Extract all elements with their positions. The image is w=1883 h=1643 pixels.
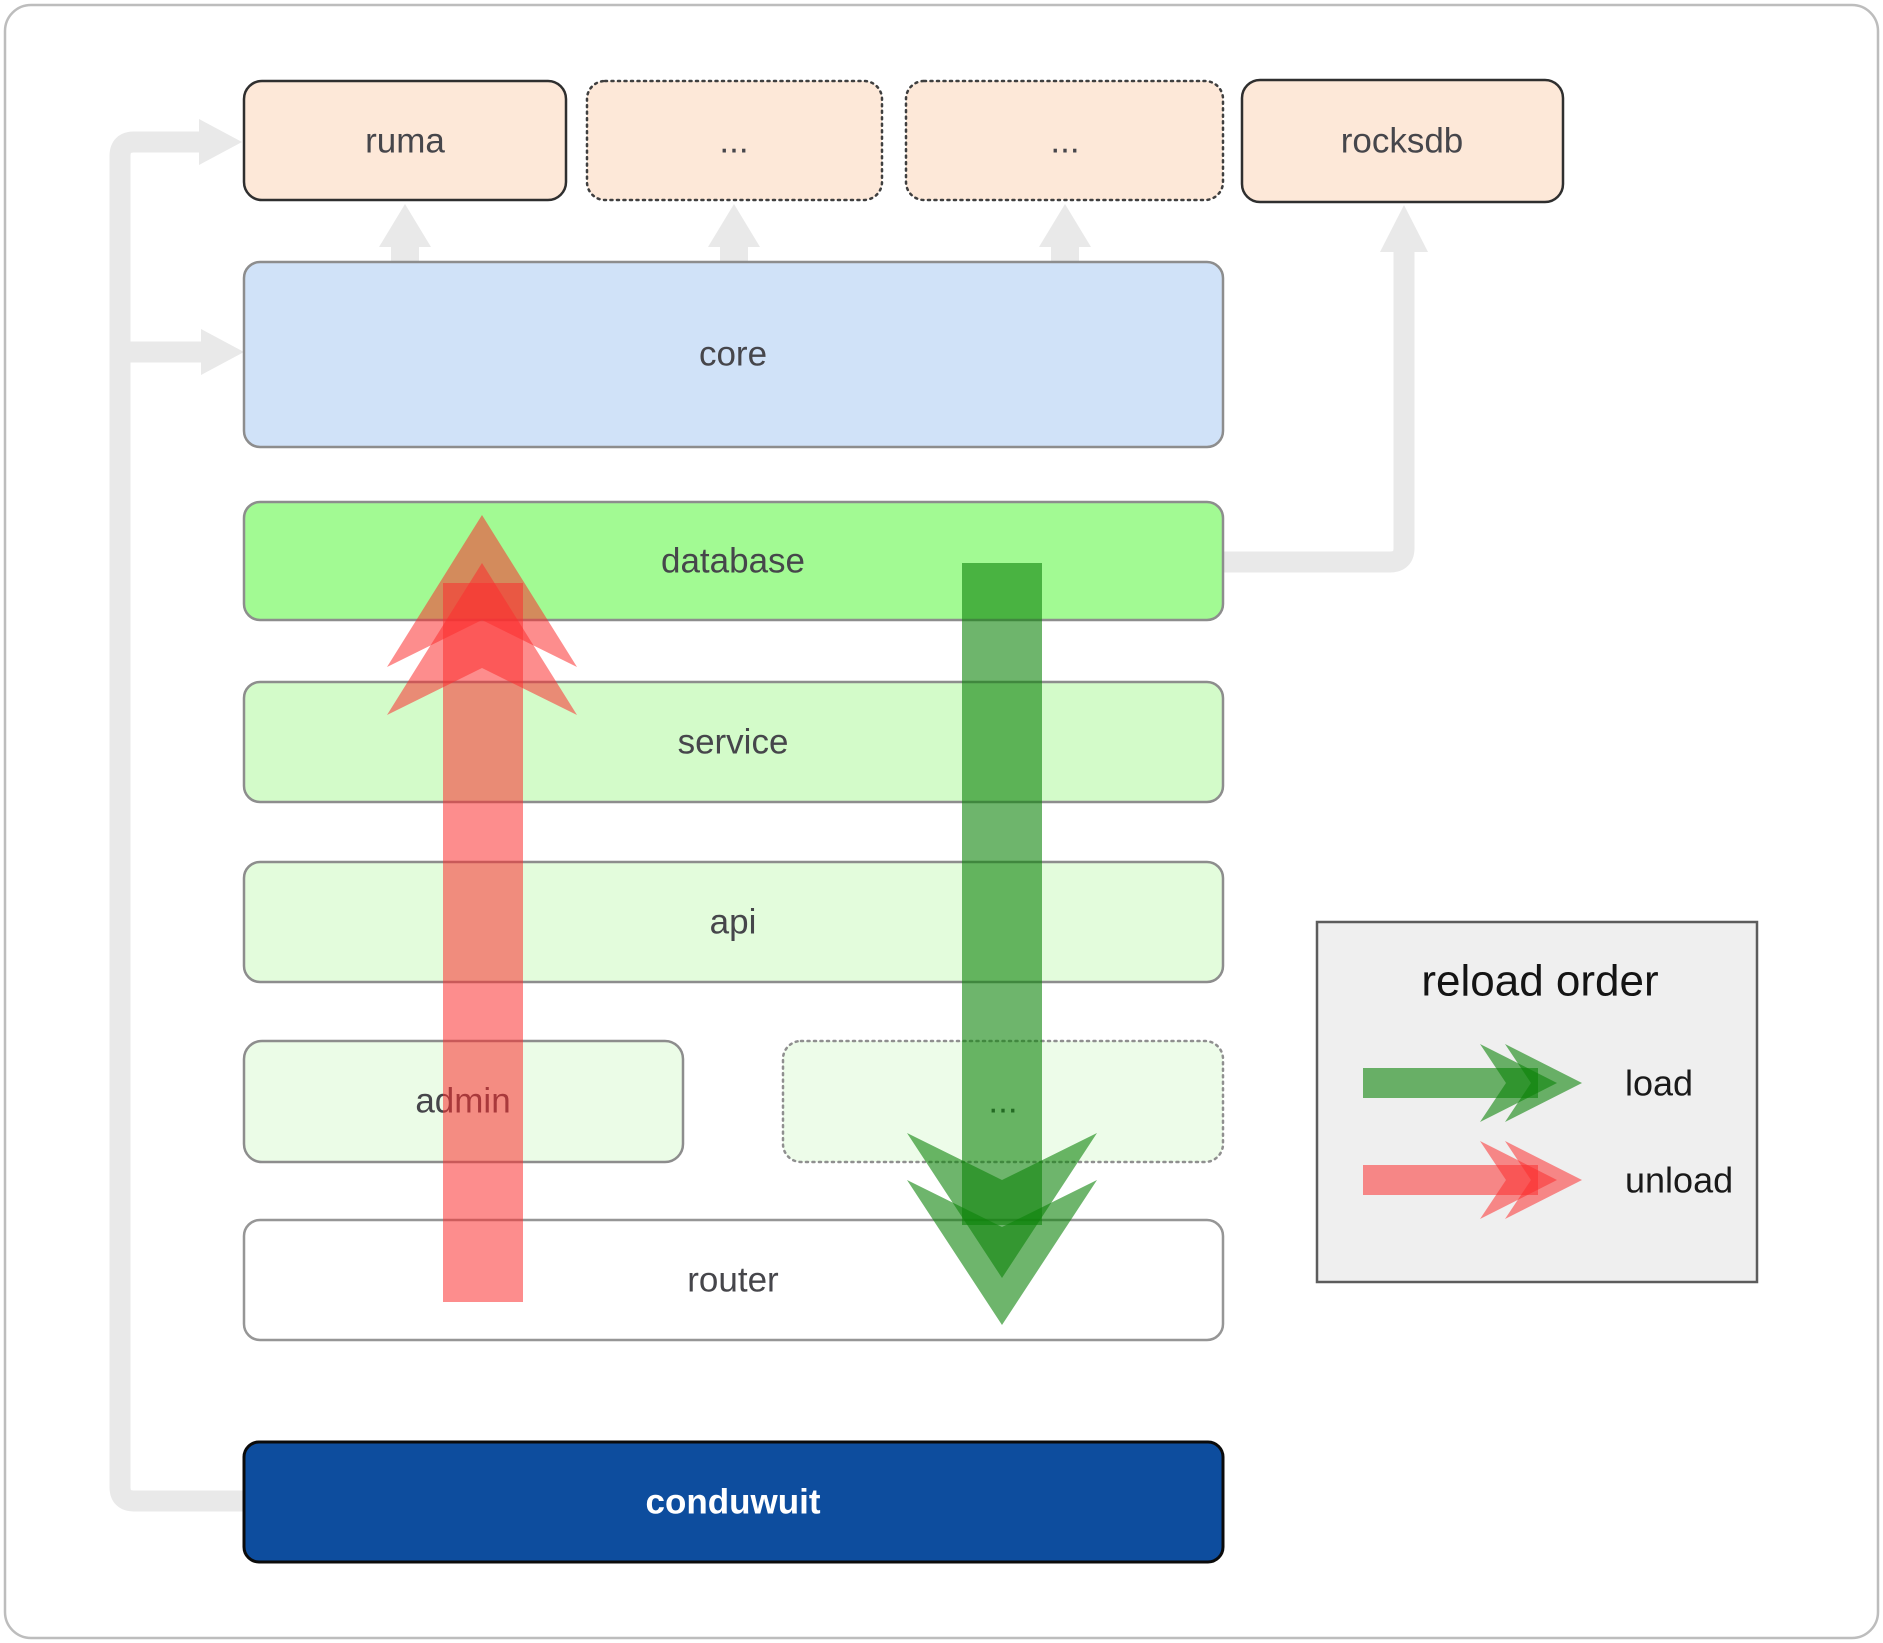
connector-core-dependency1 (708, 204, 760, 263)
node-dependency2 (904, 79, 1225, 202)
node-core-label: core (699, 335, 767, 374)
connector-database-rocksdb (1224, 250, 1415, 573)
arrowhead-up-icon (708, 204, 760, 247)
load-arrow (907, 563, 1097, 1325)
node-conduwuit-label: conduwuit (646, 1483, 821, 1522)
node-api-label: api (710, 903, 757, 942)
connector-core-ruma (379, 204, 431, 263)
load-arrow-shaft (962, 563, 1042, 1225)
node-dependency2-label: ... (1050, 122, 1079, 161)
load-arrowhead-icon (907, 1180, 1097, 1325)
node-ruma-label: ruma (365, 122, 445, 161)
node-database-label: database (661, 542, 805, 581)
arrowhead-up-icon (1039, 204, 1091, 247)
node-router-label: router (687, 1261, 779, 1300)
connector-core-dependency2 (1039, 204, 1091, 263)
legend-unload-label: unload (1625, 1160, 1733, 1201)
connector-group (109, 119, 1428, 1512)
load-arrowhead-icon (907, 1133, 1097, 1278)
legend-load-arrow-icon (1363, 1044, 1582, 1122)
node-service-label: service (678, 723, 789, 762)
legend-unload-arrow-icon (1363, 1141, 1582, 1219)
node-core (242, 260, 1225, 449)
canvas-border (3, 3, 1880, 1640)
connector-conduwuit-ruma (109, 131, 246, 1512)
node-conduwuit (242, 1440, 1225, 1564)
node-rocksdb-label: rocksdb (1341, 122, 1464, 161)
node-dependency1 (585, 79, 884, 202)
node-dependency1-label: ... (719, 122, 748, 161)
arrowhead-into-core-icon (201, 329, 244, 375)
unload-arrow-shaft (443, 583, 523, 1302)
node-rocksdb (1240, 78, 1565, 204)
legend: reload order load unload (1315, 920, 1759, 1284)
legend-title: reload order (1421, 957, 1658, 1006)
arrowhead-up-icon (379, 204, 431, 247)
arrowhead-into-rocksdb-icon (1380, 205, 1428, 252)
legend-load-label: load (1625, 1063, 1693, 1104)
node-ruma (242, 79, 568, 202)
arrowhead-into-ruma-icon (199, 119, 242, 165)
unload-arrow (387, 515, 577, 1302)
unload-arrowhead-icon (387, 563, 577, 715)
